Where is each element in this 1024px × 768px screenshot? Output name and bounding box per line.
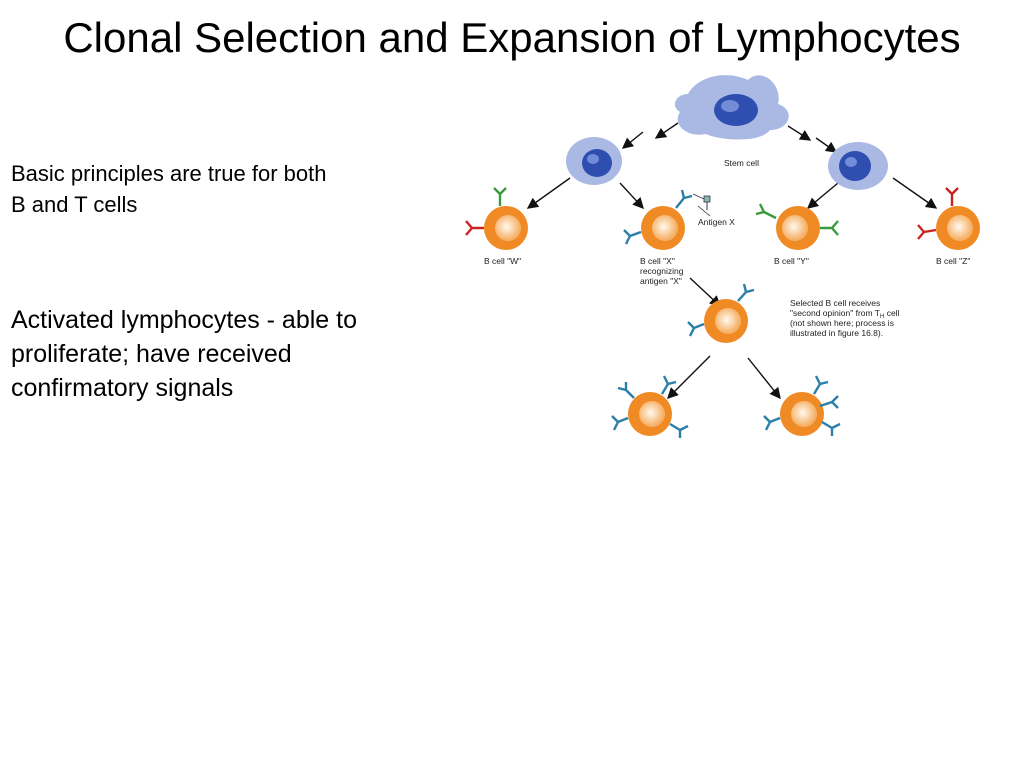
b-cell-x [623,189,711,250]
b-cell-z-label: B cell "Z" [936,256,970,266]
clonal-selection-diagram: Stem cell Antigen X B cell "W" B cell "X… [458,68,984,441]
b-cell-x-label: recognizing [640,266,684,276]
b-cell-y [755,203,839,250]
b-cell-z [917,187,980,250]
b-cell-w-label: B cell "W" [484,256,521,266]
stem-cell-label: Stem cell [724,158,759,168]
clone-cell-right [763,375,841,436]
progenitor-cell-left [566,137,622,185]
antigen-x-icon [692,193,711,210]
selected-b-cell [687,283,755,343]
selected-note: illustrated in figure 16.8). [790,328,883,338]
b-cell-x-label: B cell "X" [640,256,675,266]
antigen-x-label: Antigen X [698,217,735,227]
bullet-text: Basic principles are true for both B and… [11,161,327,217]
arrows [526,122,938,400]
b-cell-w [465,187,528,250]
selected-note: Selected B cell receives [790,298,880,308]
b-cell-x-label: antigen "X" [640,276,682,286]
b-cell-y-label: B cell "Y" [774,256,809,266]
progenitor-cell-right [828,142,888,190]
clone-cell-left [611,375,689,438]
selected-note: (not shown here; process is [790,318,894,328]
bullet-text: Activated lymphocytes - able to prolifer… [11,306,357,402]
slide-title: Clonal Selection and Expansion of Lympho… [63,14,961,61]
selected-note: "second opinion" from TH cell [790,308,900,320]
stem-cell [674,75,789,140]
